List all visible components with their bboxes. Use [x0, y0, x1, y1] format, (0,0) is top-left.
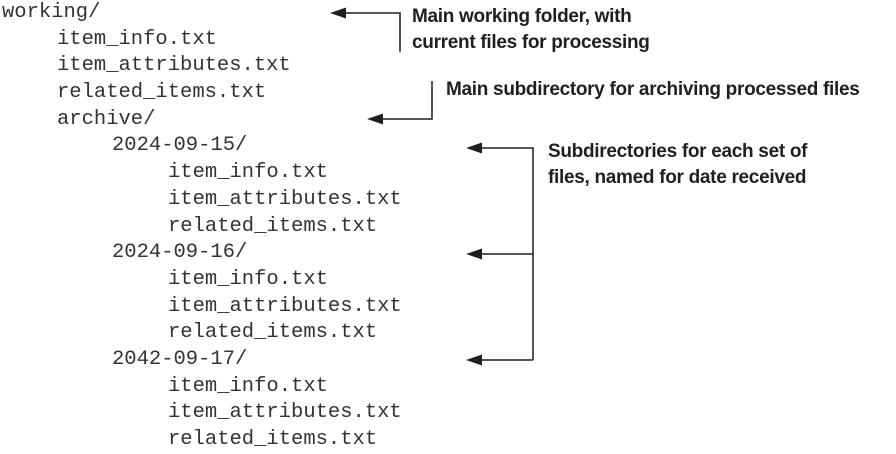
annotation-dated-subdirectories: Subdirectories for each set of files, na… [548, 139, 807, 191]
tree-item-file: item_attributes.txt [57, 54, 291, 78]
annotation-line: Main working folder, with [412, 6, 632, 27]
annotation-line: files, named for date received [548, 167, 807, 188]
arrowhead-left-icon [466, 354, 482, 366]
annotation-line: current files for processing [412, 32, 650, 53]
annotation-archive-subdirectory: Main subdirectory for archiving processe… [446, 77, 860, 103]
tree-item-file: item_info.txt [168, 267, 328, 291]
annotation-working-folder: Main working folder, with current files … [412, 4, 650, 56]
tree-item-file: item_info.txt [57, 27, 217, 51]
tree-item-file: related_items.txt [168, 428, 378, 451]
tree-item-working-dir: working/ [2, 1, 101, 24]
tree-item-file: related_items.txt [57, 81, 267, 105]
tree-item-file: related_items.txt [168, 214, 378, 238]
directory-tree: working/ item_info.txt item_attributes.t… [2, 0, 432, 454]
tree-item-file: related_items.txt [168, 321, 378, 345]
arrowhead-left-icon [466, 142, 482, 154]
annotation-line: Subdirectories for each set of [548, 141, 808, 162]
arrowhead-left-icon [466, 248, 482, 260]
callout-bracket-dated-dirs [466, 142, 534, 366]
tree-item-archive-dir: archive/ [57, 107, 156, 131]
tree-item-date-dir: 2024-09-16/ [112, 241, 248, 265]
tree-item-file: item_info.txt [168, 161, 328, 185]
annotation-line: Main subdirectory for archiving processe… [446, 79, 860, 100]
tree-item-file: item_attributes.txt [168, 401, 402, 425]
tree-item-file: item_info.txt [168, 374, 328, 398]
tree-item-date-dir: 2024-09-15/ [112, 134, 248, 158]
tree-item-file: item_attributes.txt [168, 294, 402, 318]
tree-item-date-dir: 2042-09-17/ [112, 347, 248, 371]
tree-item-file: item_attributes.txt [168, 187, 402, 211]
connector-line [482, 147, 534, 361]
